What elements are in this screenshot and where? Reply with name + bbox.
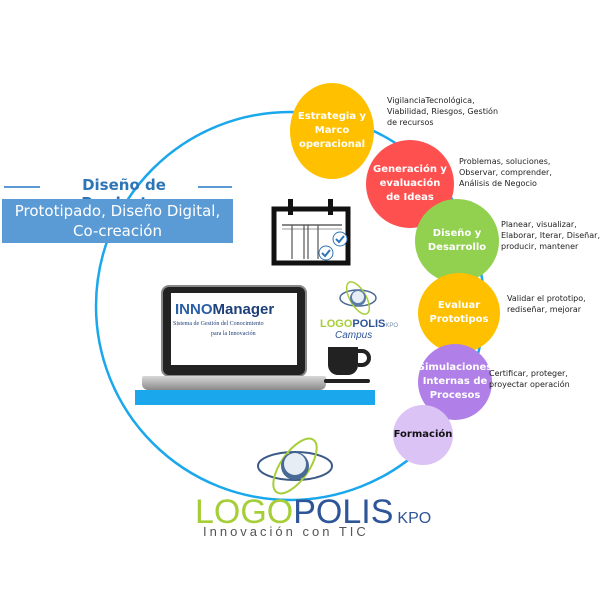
logopolis-campus-logo: LOGOPOLISKPO: [320, 318, 398, 330]
stage-description: Validar el prototipo, rediseñar, mejorar: [507, 294, 586, 314]
logopolis-tagline: Innovación con TIC: [203, 524, 369, 539]
atom-brain-icon: [339, 281, 377, 315]
laptop-keyboard-base: [142, 376, 326, 390]
innomanager-prefix: INNO: [175, 301, 213, 318]
innomanager-subtitle-2: para la Innovación: [211, 331, 256, 337]
calendar-check-icon: [271, 199, 351, 266]
logo-part-a: LOGO: [320, 318, 353, 330]
section-subtitle: Prototipado, Diseño Digital, Co-creación: [2, 199, 233, 243]
logo-part-b: POLIS: [352, 318, 386, 330]
stage-description: VigilanciaTecnológica, Viabilidad, Riesg…: [387, 96, 499, 127]
title-left-rule: [4, 186, 40, 188]
laptop-screen: INNOManager Sistema de Gestión del Conoc…: [161, 285, 307, 377]
stage-label: Evaluar Prototipos: [429, 300, 489, 325]
logo-kpo: KPO: [397, 510, 432, 527]
stage-description: Problemas, soluciones, Observar, compren…: [459, 157, 552, 188]
innomanager-logo: INNOManager Sistema de Gestión del Conoc…: [171, 293, 297, 365]
logo-part-a: LOGO: [195, 493, 294, 531]
coffee-cup-icon: [324, 347, 371, 383]
stage-label: Diseño y Desarrollo: [427, 228, 487, 253]
logo-kpo: KPO: [385, 323, 399, 329]
stage-description: Planear, visualizar, Elaborar, Iterar, D…: [501, 220, 600, 251]
logopolis-atom-icon: [257, 437, 333, 495]
stage-simulations: Simulaciones Internas de Procesos: [418, 344, 492, 420]
stage-design: Diseño y Desarrollo: [415, 199, 499, 283]
stage-label: Simulaciones Internas de Procesos: [417, 362, 493, 401]
stage-label: Generación y evaluación de Ideas: [373, 164, 447, 203]
stage-training: Formación: [393, 405, 453, 465]
logo-part-b: POLIS: [293, 493, 394, 531]
stage-label: Formación: [393, 429, 453, 440]
laptop-platform: [135, 390, 375, 405]
stage-strategy: Estrategia y Marco operacional: [290, 83, 374, 179]
stage-label: Estrategia y Marco operacional: [297, 111, 367, 150]
stage-ideas: Generación y evaluación de Ideas: [366, 140, 454, 228]
campus-label: Campus: [335, 330, 373, 341]
stage-evaluate: Evaluar Prototipos: [418, 273, 500, 353]
title-right-rule: [198, 186, 232, 188]
stage-description: Certificar, proteger, proyectar operació…: [489, 369, 570, 389]
innomanager-subtitle: Sistema de Gestión del Conocimiento: [173, 321, 264, 327]
innomanager-name: Manager: [212, 301, 275, 318]
